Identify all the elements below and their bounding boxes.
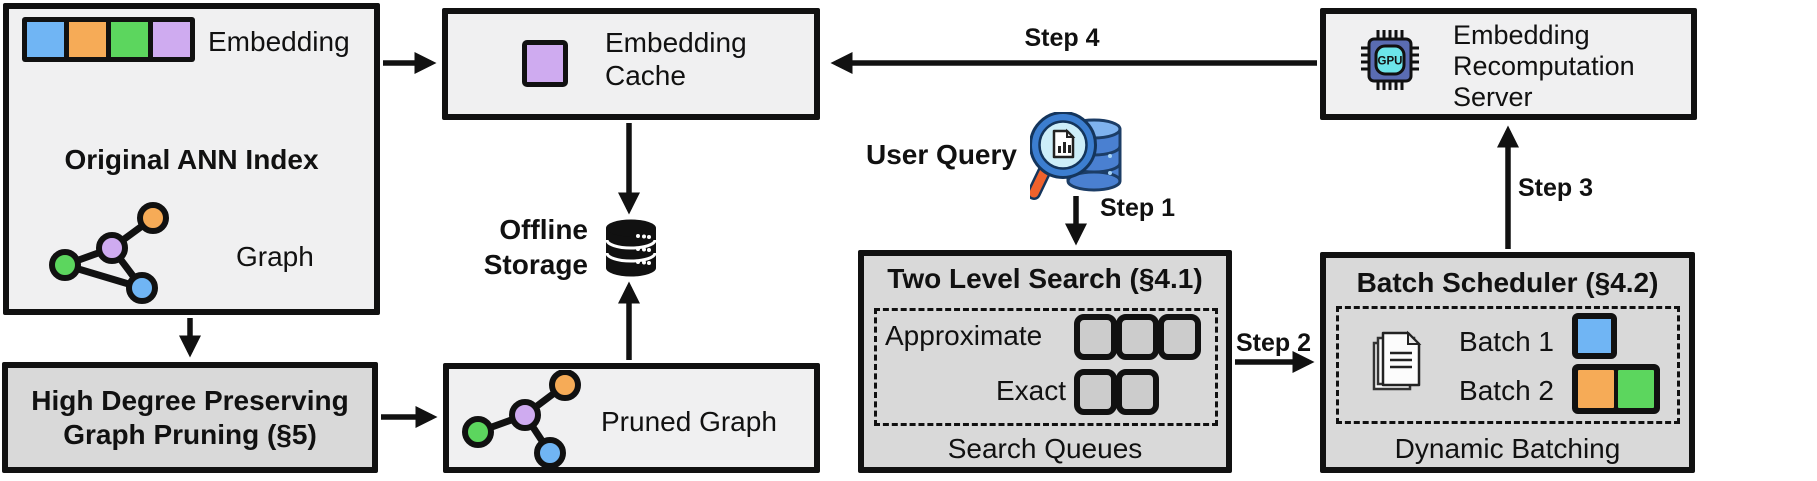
pruned-graph-label: Pruned Graph bbox=[601, 406, 777, 437]
dynamic-batching-label: Dynamic Batching bbox=[1394, 433, 1621, 464]
database-icon bbox=[605, 219, 657, 277]
queue-slot bbox=[1158, 314, 1201, 360]
batch-scheduler-box: Batch Scheduler (§4.2) Batch 1 Batch 2 D… bbox=[1320, 252, 1695, 473]
exact-queue-slots bbox=[1074, 369, 1159, 415]
query-search-icon bbox=[1030, 112, 1122, 200]
embedding-cache-title: Embedding Cache bbox=[605, 26, 747, 92]
embedding-cache-box: Embedding Cache bbox=[442, 8, 820, 120]
embedding-cache-line2: Cache bbox=[605, 60, 686, 91]
approximate-queue-slots bbox=[1074, 314, 1201, 360]
offline-storage-label: Offline Storage bbox=[448, 212, 588, 282]
graph-icon bbox=[49, 202, 169, 304]
queue-slot bbox=[1116, 369, 1159, 415]
user-query-label: User Query bbox=[866, 139, 1017, 170]
graph-pruning-box: High Degree Preserving Graph Pruning (§5… bbox=[2, 362, 378, 473]
cached-embedding-icon bbox=[522, 40, 568, 87]
queue-slot bbox=[1074, 314, 1117, 360]
server-title-line3: Server bbox=[1453, 82, 1533, 112]
graph-label: Graph bbox=[236, 241, 314, 272]
embedding-cell-green bbox=[111, 22, 148, 57]
queue-slot bbox=[1116, 314, 1159, 360]
batch2-label: Batch 2 bbox=[1459, 375, 1554, 406]
graph-pruning-title-line2: Graph Pruning (§5) bbox=[63, 418, 317, 450]
svg-text:GPU: GPU bbox=[1378, 56, 1403, 68]
queue-slot bbox=[1074, 369, 1117, 415]
offline-storage-line1: Offline bbox=[499, 214, 588, 245]
step4-label: Step 4 bbox=[1024, 24, 1100, 52]
embedding-cell-orange bbox=[69, 22, 106, 57]
gpu-chip-icon: GPU bbox=[1361, 30, 1419, 90]
offline-storage-line2: Storage bbox=[483, 249, 588, 280]
original-ann-index-title: Original ANN Index bbox=[64, 144, 319, 175]
step3-label: Step 3 bbox=[1518, 174, 1594, 202]
batch2-item-orange bbox=[1578, 370, 1614, 408]
documents-icon bbox=[1372, 330, 1422, 391]
approximate-label: Approximate bbox=[885, 320, 1043, 351]
step2-label: Step 2 bbox=[1236, 329, 1312, 357]
search-queues-panel: Approximate Exact bbox=[874, 308, 1218, 426]
pruned-graph-icon bbox=[462, 370, 581, 468]
batch1-item-blue bbox=[1572, 313, 1617, 359]
server-title-line1: Embedding bbox=[1453, 20, 1590, 50]
two-level-search-box: Two Level Search (§4.1) Approximate Exac… bbox=[858, 250, 1232, 473]
batch2-items bbox=[1572, 364, 1660, 414]
embedding-cell-blue bbox=[27, 22, 64, 57]
batch2-item-green bbox=[1618, 370, 1654, 408]
dynamic-batching-panel: Batch 1 Batch 2 bbox=[1336, 306, 1680, 424]
graph-pruning-title-line1: High Degree Preserving bbox=[31, 384, 349, 416]
step1-label: Step 1 bbox=[1100, 194, 1176, 222]
exact-label: Exact bbox=[995, 375, 1066, 406]
recomputation-server-title: Embedding Recomputation Server bbox=[1453, 20, 1635, 113]
original-ann-index-box: Embedding Original ANN Index Graph bbox=[3, 3, 380, 315]
batch1-label: Batch 1 bbox=[1459, 326, 1554, 357]
pruned-graph-box: Pruned Graph bbox=[443, 363, 820, 473]
graph-pruning-title: High Degree Preserving Graph Pruning (§5… bbox=[31, 384, 348, 452]
server-title-line2: Recomputation bbox=[1453, 51, 1635, 81]
embedding-vector-icon bbox=[22, 17, 195, 62]
embedding-label: Embedding bbox=[208, 26, 350, 57]
search-queues-label: Search Queues bbox=[947, 433, 1143, 464]
batch-scheduler-title: Batch Scheduler (§4.2) bbox=[1356, 267, 1659, 298]
two-level-search-title: Two Level Search (§4.1) bbox=[887, 263, 1203, 294]
recomputation-server-box: GPU Embedding Recomputation Server bbox=[1320, 8, 1697, 120]
embedding-cache-line1: Embedding bbox=[605, 27, 747, 58]
embedding-cell-purple bbox=[153, 22, 190, 57]
